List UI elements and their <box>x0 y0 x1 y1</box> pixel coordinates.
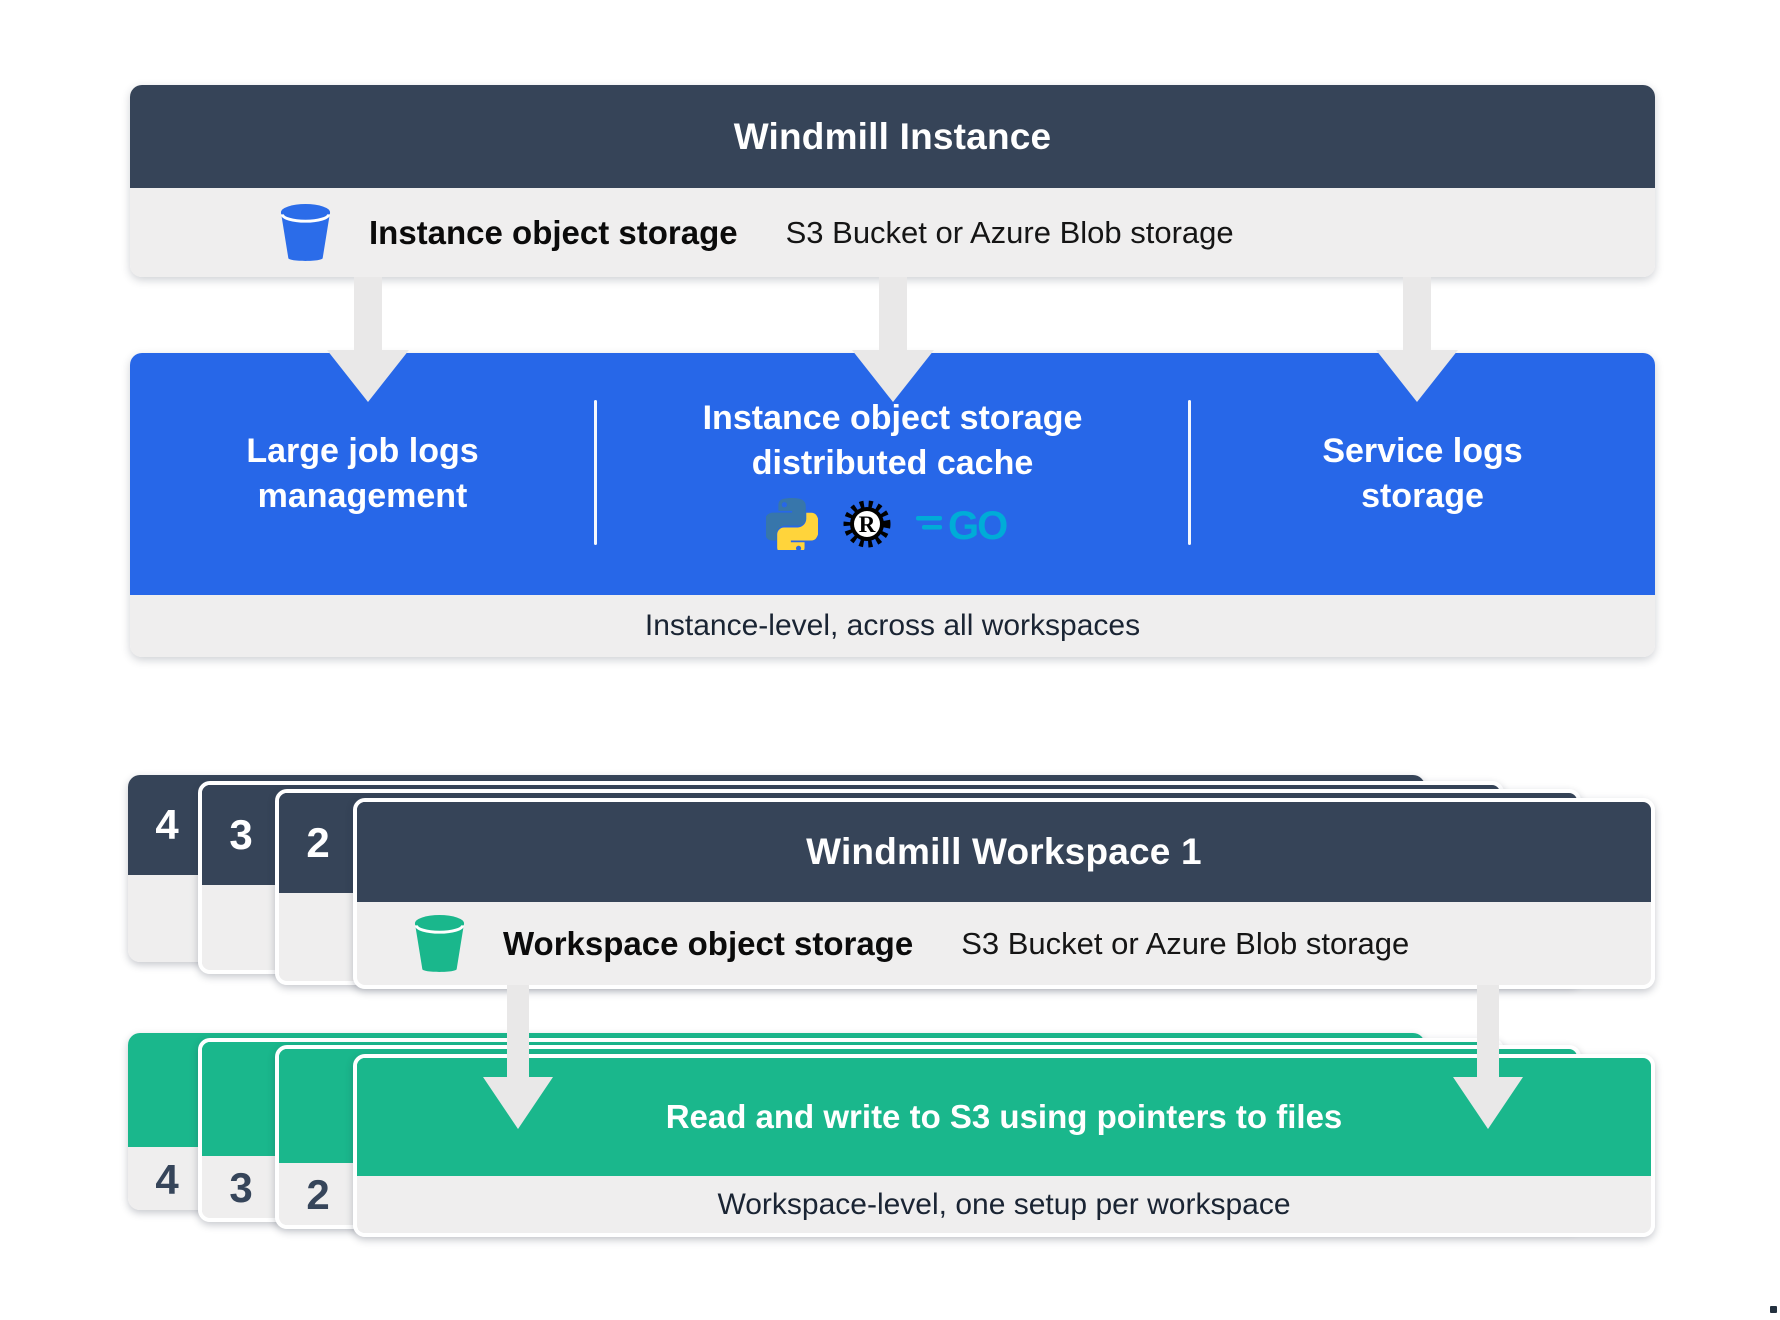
workspace-stack-number-3: 3 <box>229 811 253 858</box>
workspace-flow-arrow-right <box>1443 985 1533 1129</box>
arrow-shaft <box>354 277 382 350</box>
s3-stack-number-3: 3 <box>229 1164 253 1211</box>
workspace-stack-number-2: 2 <box>306 819 330 866</box>
arrow-head <box>327 350 409 402</box>
workspace-storage-row: Workspace object storage S3 Bucket or Az… <box>357 902 1651 985</box>
instance-flow-arrow-center <box>848 277 938 402</box>
instance-flow-arrow-left <box>323 277 413 402</box>
windmill-workspace-card: Windmill Workspace 1 Workspace object st… <box>353 798 1655 989</box>
arrow-head <box>483 1077 553 1129</box>
feature-service-logs: Service logs storage <box>1322 432 1523 515</box>
instance-header: Windmill Instance <box>130 85 1655 188</box>
arrow-head <box>852 350 934 402</box>
feature-large-job-logs: Large job logs management <box>246 432 479 515</box>
python-logo <box>765 497 818 550</box>
instance-flow-arrow-right <box>1372 277 1462 402</box>
bucket-icon-blue <box>278 202 333 264</box>
instance-features-panel: Large job logs management Instance objec… <box>130 353 1655 657</box>
go-logo: GO <box>915 503 1020 545</box>
windmill-instance-card: Windmill Instance Instance object storag… <box>130 85 1655 277</box>
bucket-icon-green <box>412 913 467 975</box>
s3-action-header: Read and write to S3 using pointers to f… <box>357 1058 1651 1176</box>
arrow-head <box>1453 1077 1523 1129</box>
s3-stack-number-2: 2 <box>306 1171 330 1218</box>
arrow-shaft <box>1477 985 1499 1077</box>
s3-stack-number-4: 4 <box>155 1156 179 1203</box>
corner-artifact-dot <box>1770 1306 1777 1313</box>
column-divider <box>594 400 597 545</box>
s3-action-card: Read and write to S3 using pointers to f… <box>353 1054 1655 1237</box>
workspace-caption: Workspace-level, one setup per workspace <box>357 1176 1651 1233</box>
feature-distributed-cache: Instance object storage distributed cach… <box>595 353 1190 595</box>
workspace-flow-arrow-left <box>473 985 563 1129</box>
arrow-shaft <box>507 985 529 1077</box>
svg-text:GO: GO <box>948 504 1007 545</box>
instance-caption: Instance-level, across all workspaces <box>130 595 1655 657</box>
instance-object-storage-label: Instance object storage <box>369 213 738 251</box>
instance-storage-row: Instance object storage S3 Bucket or Azu… <box>130 188 1655 277</box>
workspace-title: Windmill Workspace 1 <box>806 831 1202 872</box>
workspace-storage-provider: S3 Bucket or Azure Blob storage <box>961 925 1410 961</box>
arrow-shaft <box>879 277 907 350</box>
workspace-object-storage-label: Workspace object storage <box>503 924 914 962</box>
arrow-shaft <box>1403 277 1431 350</box>
arrow-head <box>1376 350 1458 402</box>
instance-storage-provider: S3 Bucket or Azure Blob storage <box>785 214 1234 250</box>
rust-logo: R <box>842 499 892 549</box>
language-logos-row: R GO <box>765 496 1020 552</box>
svg-text:R: R <box>858 512 875 537</box>
workspace-stack-number-4: 4 <box>155 801 179 848</box>
s3-action-text: Read and write to S3 using pointers to f… <box>665 1098 1343 1135</box>
workspace-header: Windmill Workspace 1 <box>357 802 1651 902</box>
column-divider <box>1188 400 1191 545</box>
instance-title: Windmill Instance <box>733 115 1052 157</box>
